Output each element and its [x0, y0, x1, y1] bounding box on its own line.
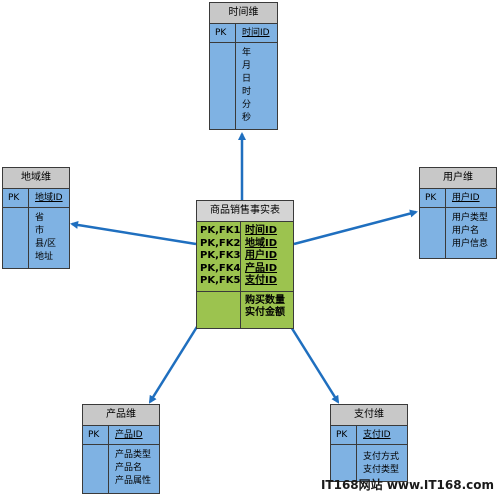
field: 产品属性 — [115, 476, 152, 486]
measure-field: 实付金额 — [245, 307, 285, 318]
field: 用户类型 — [452, 213, 489, 223]
key-field: 地域ID — [245, 237, 278, 249]
user-dimension-table: 用户维 PK 用户ID 用户类型 用户名 用户信息 — [419, 167, 497, 259]
pk-label: PK — [420, 189, 446, 207]
key-label: PK,FK5 — [200, 275, 241, 286]
key-field: 产品ID — [245, 262, 278, 274]
field: 秒 — [242, 113, 252, 123]
arrow-to-region-dim — [70, 221, 197, 246]
field: 用户名 — [452, 226, 480, 236]
key-label: PK,FK2 — [200, 237, 241, 249]
pk-label: PK — [3, 189, 29, 207]
field: 日 — [242, 74, 252, 84]
arrow-to-payment-dim — [286, 321, 340, 404]
arrow-to-product-dim — [148, 321, 202, 404]
key-label: PK,FK1 — [200, 225, 241, 236]
pk-field: 产品ID — [115, 430, 143, 440]
pk-field: 支付ID — [363, 430, 391, 440]
field: 年 — [242, 48, 252, 58]
field: 时 — [242, 87, 252, 97]
field: 月 — [242, 61, 252, 71]
pk-label: PK — [210, 24, 236, 42]
pk-label: PK — [83, 426, 109, 444]
pk-label: PK — [331, 426, 357, 444]
region-dimension-table: 地域维 PK 地域ID 省 市 县/区 地址 — [2, 167, 70, 269]
table-title: 用户维 — [420, 168, 496, 189]
table-title: 商品销售事实表 — [197, 201, 293, 222]
field: 产品类型 — [115, 450, 152, 460]
arrow-to-user-dim — [293, 209, 418, 246]
table-title: 地域维 — [3, 168, 69, 189]
field: 分 — [242, 100, 252, 110]
key-field: 用户ID — [245, 250, 278, 261]
field: 支付类型 — [363, 465, 400, 475]
field: 用户信息 — [452, 239, 489, 249]
pk-field: 时间ID — [242, 28, 270, 38]
field: 地址 — [35, 252, 54, 262]
table-title: 时间维 — [210, 3, 277, 24]
key-label: PK,FK3 — [200, 250, 241, 261]
field: 产品名 — [115, 463, 143, 473]
field: 支付方式 — [363, 452, 400, 462]
field: 县/区 — [35, 239, 57, 249]
field: 省 — [35, 213, 45, 223]
table-title: 支付维 — [331, 405, 407, 426]
key-label: PK,FK4 — [200, 262, 241, 274]
table-title: 产品维 — [83, 405, 159, 426]
key-field: 时间ID — [245, 225, 278, 236]
fact-table: 商品销售事实表 PK,FK1 PK,FK2 PK,FK3 PK,FK4 PK,F… — [196, 200, 294, 329]
pk-field: 用户ID — [452, 193, 480, 203]
time-dimension-table: 时间维 PK 时间ID 年 月 日 时 分 秒 — [209, 2, 278, 130]
pk-field: 地域ID — [35, 193, 63, 203]
payment-dimension-table: 支付维 PK 支付ID 支付方式 支付类型 — [330, 404, 408, 482]
field: 市 — [35, 226, 45, 236]
watermark-text: IT168网站 www.IT168.com — [320, 478, 494, 492]
measure-field: 购买数量 — [245, 294, 285, 306]
product-dimension-table: 产品维 PK 产品ID 产品类型 产品名 产品属性 — [82, 404, 160, 494]
key-field: 支付ID — [245, 275, 278, 286]
